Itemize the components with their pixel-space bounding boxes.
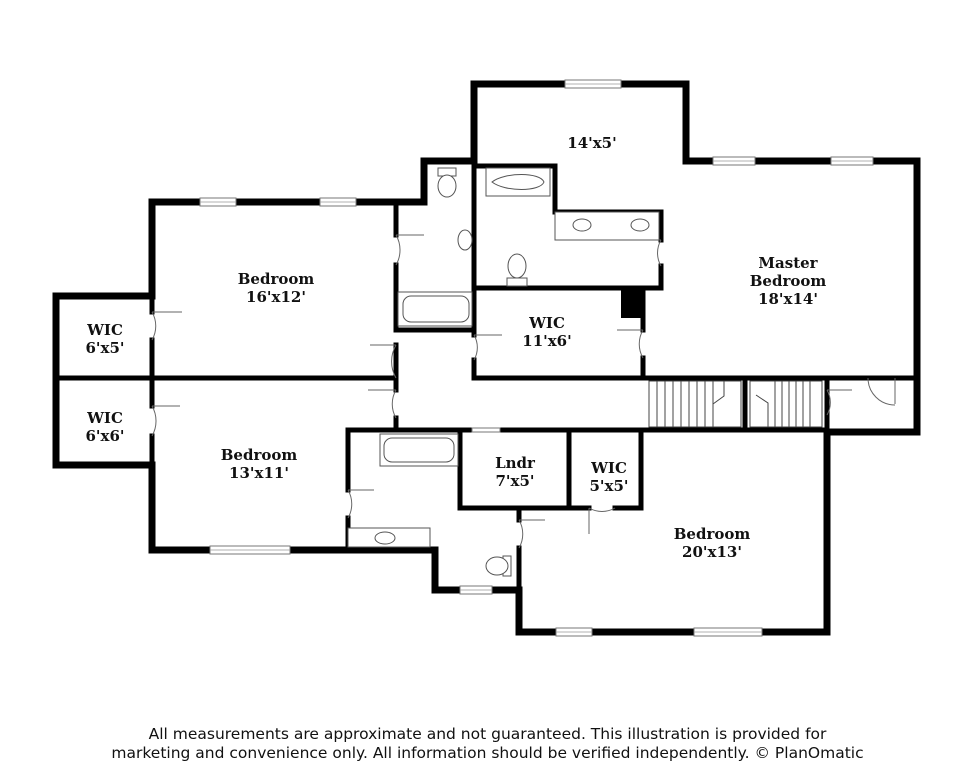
fixtures — [347, 167, 660, 577]
doors — [151, 234, 896, 549]
room-label-bedroom-20x13: Bedroom 20'x13' — [673, 525, 751, 561]
stairs — [648, 380, 823, 428]
room-label-wic-6x5: WIC 6'x5' — [85, 321, 125, 357]
room-label-laundry: Lndr 7'x5' — [495, 454, 535, 490]
room-label-wic-5x5: WIC 5'x5' — [589, 459, 629, 495]
floor-plan — [52, 79, 921, 637]
room-label-master-bedroom: Master Bedroom 18'x14' — [749, 254, 827, 308]
room-label-wic-6x6: WIC 6'x6' — [85, 409, 125, 445]
disclaimer: All measurements are approximate and not… — [0, 725, 975, 763]
room-label-deck: 14'x5' — [567, 134, 617, 152]
disclaimer-line-1: All measurements are approximate and not… — [148, 725, 827, 743]
disclaimer-line-2: marketing and convenience only. All info… — [111, 744, 864, 762]
room-label-bedroom-16x12: Bedroom 16'x12' — [237, 270, 315, 306]
interior-walls — [53, 158, 918, 593]
room-label-wic-11x6: WIC 11'x6' — [522, 314, 572, 350]
room-label-bedroom-13x11: Bedroom 13'x11' — [220, 446, 298, 482]
windows — [199, 79, 874, 637]
